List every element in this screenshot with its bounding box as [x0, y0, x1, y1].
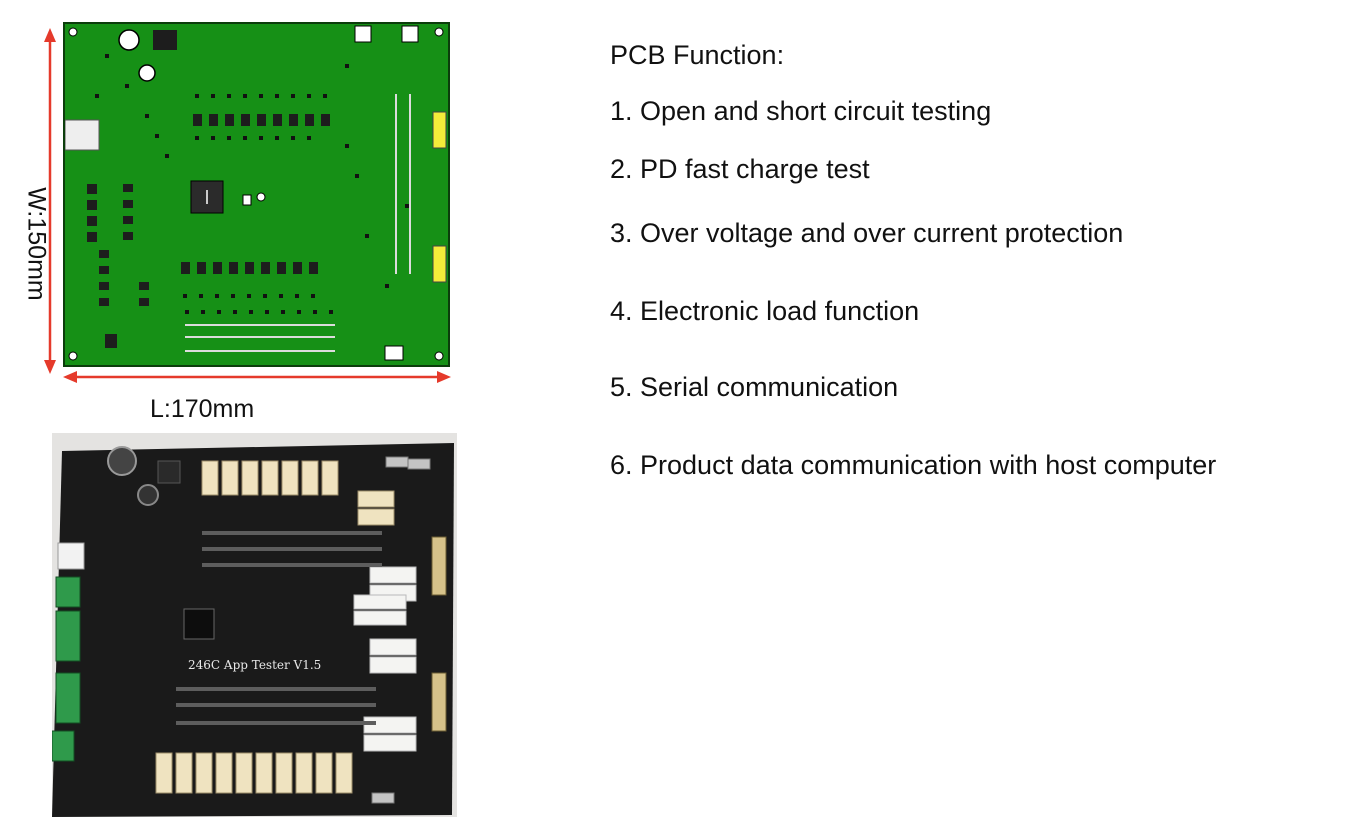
function-item: 5. Serial communication [610, 372, 899, 402]
pcb-photo-board: 246C App Tester V1.5 [52, 443, 454, 817]
function-item: 4. Electronic load function [610, 296, 920, 326]
length-arrow-head-right [437, 371, 451, 383]
dimension-arrows [44, 28, 451, 383]
function-item: 6. Product data communication with host … [610, 450, 1217, 480]
function-item: 3. Over voltage and over current protect… [610, 218, 1124, 248]
pcb-layout-drawing [63, 22, 450, 367]
width-arrow-head-bottom [44, 360, 56, 374]
function-item: 1. Open and short circuit testing [610, 96, 992, 126]
pcb-layout-components [65, 25, 447, 361]
function-item: 2. PD fast charge test [610, 154, 870, 184]
pcb-photo: 246C App Tester V1.5 [52, 433, 457, 817]
function-heading: PCB Function: [610, 40, 785, 70]
width-arrow-head-top [44, 28, 56, 42]
width-dimension-label: W:150mm [22, 187, 51, 301]
photo-silkscreen-text: 246C App Tester V1.5 [188, 658, 321, 672]
length-dimension-label: L:170mm [150, 395, 255, 423]
length-arrow-head-left [63, 371, 77, 383]
